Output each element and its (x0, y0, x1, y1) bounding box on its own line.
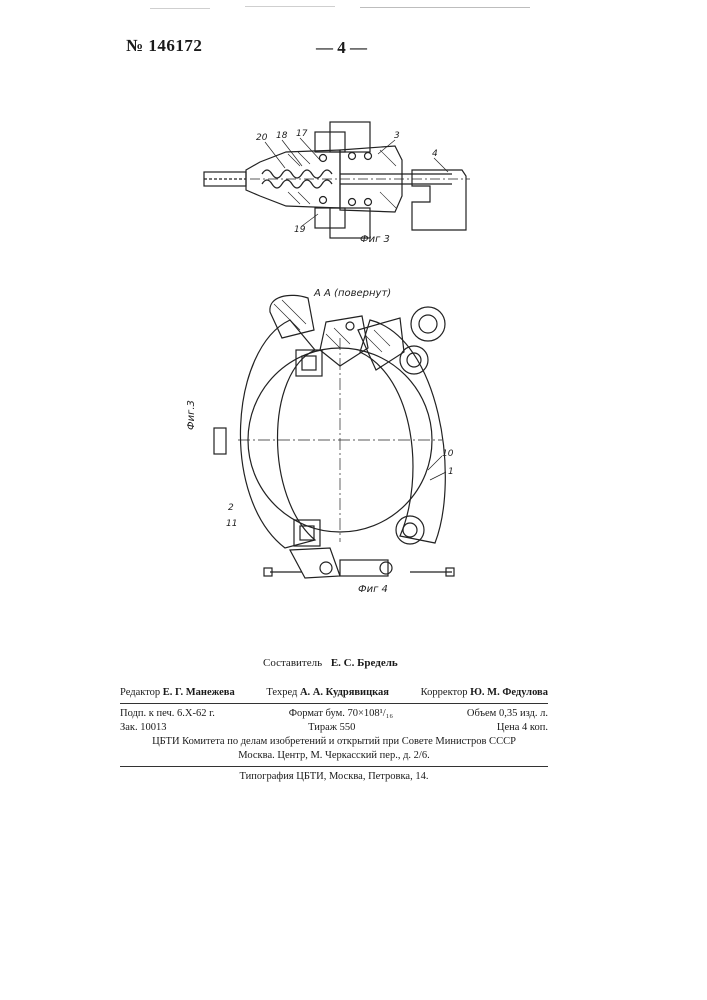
print-row-1: Подп. к печ. 6.X-62 г. Формат бум. 70×10… (120, 707, 548, 721)
print-row-2: Зак. 10013 Тираж 550 Цена 4 коп. (120, 721, 548, 735)
fig4-label: 2 (228, 503, 234, 513)
compiler-label: Составитель (263, 657, 322, 669)
scan-rule-top (245, 6, 335, 7)
scan-rule-top (150, 8, 210, 9)
fig3-label: 17 (296, 129, 308, 139)
price: Цена 4 коп. (497, 721, 548, 735)
volume: Объем 0,35 изд. л. (467, 707, 548, 721)
signed-date: Подп. к печ. 6.X-62 г. (120, 707, 215, 721)
page-number: — 4 — (316, 38, 367, 58)
fig3-label: 3 (394, 131, 400, 141)
fig3-label: 19 (294, 225, 306, 235)
fig3-caption: Фиг 3 (360, 234, 390, 245)
scan-rule-top (360, 7, 530, 8)
fig3-label: 18 (276, 131, 288, 141)
printer: Типография ЦБТИ, Москва, Петровка, 14. (120, 770, 548, 784)
editor: Редактор Е. Г. Манежева (120, 686, 235, 700)
paper-format: Формат бум. 70×108¹/₁₆ (289, 707, 393, 721)
compiler-name: Е. С. Бредель (331, 657, 398, 669)
fig4-caption: Фиг 4 (358, 584, 388, 595)
fig4-label: 11 (226, 519, 237, 529)
fig4-label: 10 (442, 449, 454, 459)
address: Москва. Центр, М. Черкасский пер., д. 2/… (120, 749, 548, 763)
fig4-section-label: А А (повернут) (313, 288, 391, 299)
colophon: Редактор Е. Г. Манежева Техред А. А. Куд… (120, 686, 548, 784)
staff-row: Редактор Е. Г. Манежева Техред А. А. Куд… (120, 686, 548, 700)
order-number: Зак. 10013 (120, 721, 167, 735)
techred: Техред А. А. Кудрявицкая (266, 686, 389, 700)
fig4-side-caption: Фиг.3 (186, 400, 197, 430)
fig4-label: 1 (448, 467, 454, 477)
figure-4-drawing: А А (повернут) 10 1 2 11 Фиг 4 (190, 278, 490, 598)
fig3-label: 4 (432, 149, 438, 159)
divider (120, 766, 548, 767)
fig3-label: 20 (256, 133, 268, 143)
compiler-line: Составитель Е. С. Бредель (263, 657, 398, 669)
committee: ЦБТИ Комитета по делам изобретений и отк… (120, 735, 548, 749)
circulation: Тираж 550 (308, 721, 355, 735)
divider (120, 703, 548, 704)
figure-3-drawing: 20 18 17 3 4 19 Фиг 3 (190, 110, 480, 255)
patent-number: № 146172 (126, 36, 202, 56)
corrector: Корректор Ю. М. Федулова (421, 686, 548, 700)
